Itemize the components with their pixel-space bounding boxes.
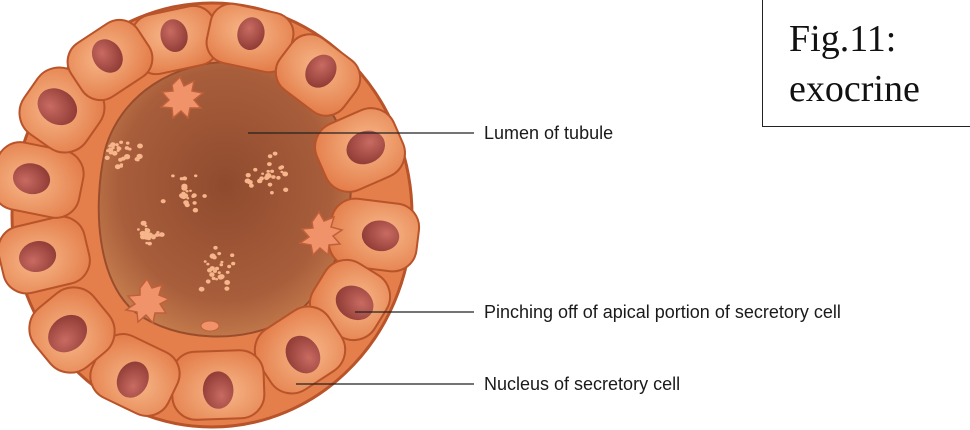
granule	[119, 141, 123, 144]
granule	[226, 271, 230, 274]
label-lumen: Lumen of tubule	[484, 123, 613, 143]
granule	[117, 146, 121, 149]
granule	[145, 225, 148, 227]
granule	[202, 194, 206, 198]
granule	[270, 191, 274, 194]
granule	[284, 173, 287, 176]
granule	[159, 232, 165, 237]
granule	[218, 274, 224, 279]
granule	[280, 165, 284, 169]
granule	[148, 242, 152, 246]
granule	[261, 173, 264, 175]
granule	[213, 246, 217, 250]
granule	[270, 170, 274, 173]
granule	[186, 190, 189, 192]
granule	[220, 263, 224, 266]
granule	[199, 287, 205, 292]
granule	[224, 287, 229, 291]
granule	[266, 170, 270, 173]
figure-caption-line1: Fig.11:	[789, 14, 920, 64]
granule	[273, 152, 278, 156]
granule	[280, 171, 283, 173]
label-pinching: Pinching off of apical portion of secret…	[484, 302, 841, 322]
granule	[268, 174, 271, 177]
granule	[193, 201, 197, 205]
granule	[268, 183, 273, 187]
granule	[212, 277, 216, 280]
granule	[117, 149, 120, 152]
granule	[192, 193, 197, 197]
granule	[109, 151, 113, 154]
figure-caption-line2: exocrine	[789, 64, 920, 114]
granule	[193, 208, 198, 213]
granule	[206, 279, 211, 283]
granule	[136, 158, 140, 161]
granule	[209, 272, 214, 277]
granule	[220, 261, 223, 264]
granule	[181, 184, 187, 189]
granule	[182, 194, 187, 198]
granule	[246, 173, 251, 177]
granule	[257, 179, 262, 184]
granule	[161, 199, 166, 203]
figure-caption-box: Fig.11: exocrine	[762, 0, 970, 127]
granule	[231, 262, 235, 266]
granule	[268, 154, 273, 158]
granule	[171, 174, 175, 177]
granule	[212, 255, 217, 259]
granule	[194, 174, 197, 177]
granule	[224, 280, 230, 285]
granule	[180, 177, 184, 180]
granule	[204, 260, 207, 263]
bleb-bottom	[201, 321, 219, 331]
granule	[249, 184, 254, 188]
granule	[156, 231, 159, 234]
granule	[121, 157, 126, 161]
secretory-cell	[171, 349, 265, 420]
granule	[152, 237, 155, 240]
granule	[218, 271, 221, 274]
granule	[206, 263, 209, 266]
granule	[230, 253, 234, 257]
granule	[126, 142, 130, 145]
granule	[125, 146, 129, 150]
granule	[217, 252, 221, 255]
granule	[283, 188, 288, 192]
label-nucleus: Nucleus of secretory cell	[484, 374, 680, 394]
granule	[115, 143, 118, 146]
figure-caption: Fig.11: exocrine	[789, 14, 920, 114]
granule	[105, 156, 110, 160]
granule	[183, 200, 189, 205]
granule	[137, 228, 140, 230]
granule	[145, 228, 150, 233]
granule	[213, 270, 217, 273]
granule	[227, 265, 231, 268]
granule	[271, 175, 276, 179]
granule	[253, 168, 257, 172]
granule	[267, 162, 272, 166]
granule	[115, 164, 121, 169]
granule	[189, 190, 192, 192]
granule	[137, 144, 143, 149]
granule	[110, 142, 116, 147]
granule	[276, 176, 280, 180]
granule	[144, 233, 150, 238]
